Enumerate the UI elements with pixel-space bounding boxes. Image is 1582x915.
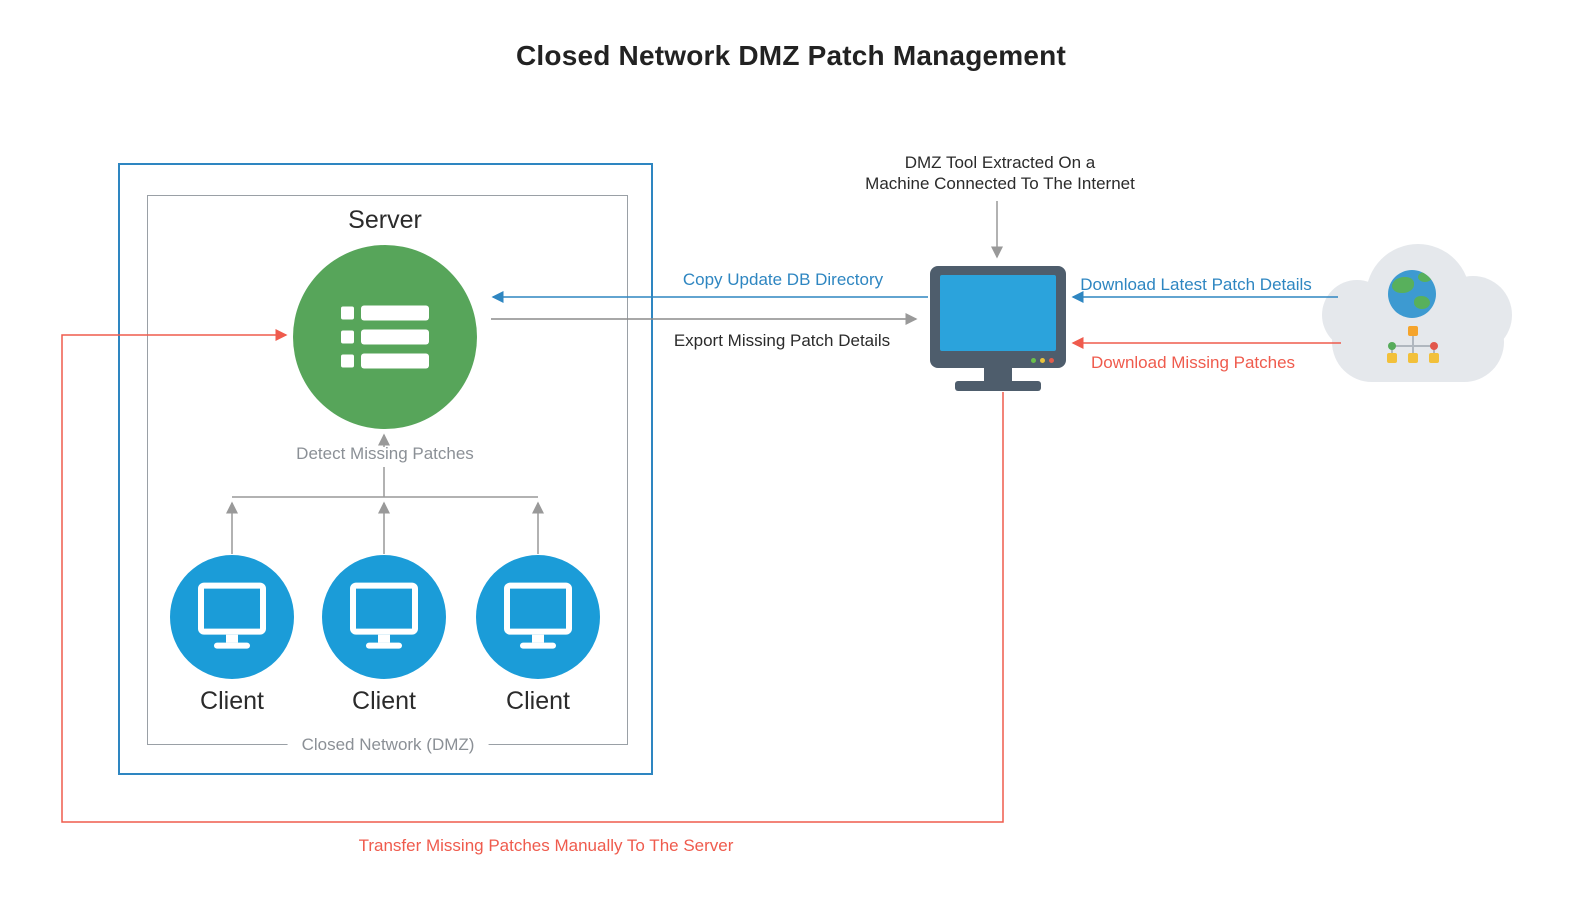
monitor-base: [955, 381, 1041, 391]
monitor-screen: [350, 582, 418, 635]
monitor-icon: [350, 582, 418, 649]
client-node-2: [322, 555, 446, 679]
server-node: [293, 245, 477, 429]
dmz-machine-caption-line1: DMZ Tool Extracted On a: [904, 153, 1096, 172]
server-rack-row: [341, 329, 429, 345]
monitor-screen: [198, 582, 266, 635]
connector-line: [1412, 336, 1414, 345]
monitor-indicator-lights: [1031, 358, 1054, 363]
globe-landmass: [1414, 296, 1430, 309]
server-bay: [361, 329, 429, 345]
monitor-screen: [504, 582, 572, 635]
monitor-stand: [532, 634, 544, 643]
client-node-3: [476, 555, 600, 679]
leaf-node: [1408, 353, 1418, 363]
monitor-stand: [226, 634, 238, 643]
closed-network-boundary-label: Closed Network (DMZ): [287, 735, 489, 755]
dmz-machine-caption-line2: Machine Connected To The Internet: [865, 174, 1135, 194]
monitor-icon: [198, 582, 266, 649]
client-label-2: Client: [352, 687, 416, 715]
copy-update-db-directory-label: Copy Update DB Directory: [682, 270, 884, 289]
globe-icon: [1388, 270, 1436, 318]
dmz-machine-caption: DMZ Tool Extracted On a Machine Connecte…: [865, 152, 1135, 195]
server-rack-row: [341, 353, 429, 369]
globe-landmass: [1392, 277, 1414, 293]
internet-cloud-icon: [1322, 244, 1512, 386]
red-led: [1049, 358, 1054, 363]
server-bay: [361, 305, 429, 321]
network-nodes-icon: [1384, 326, 1442, 366]
server-rack-row: [341, 305, 429, 321]
globe-landmass: [1418, 272, 1432, 282]
monitor-stand: [984, 368, 1012, 381]
monitor-stand: [378, 634, 390, 643]
leaf-node: [1429, 353, 1439, 363]
server-icon: [341, 305, 429, 369]
server-led: [341, 306, 354, 320]
connector-line: [1412, 345, 1414, 353]
client-node-1: [170, 555, 294, 679]
server-bay: [361, 353, 429, 369]
monitor-screen: [940, 275, 1056, 351]
client-label-3: Client: [506, 687, 570, 715]
client-label-1: Client: [200, 687, 264, 715]
transfer-missing-patches-label: Transfer Missing Patches Manually To The…: [358, 836, 734, 855]
download-missing-patches-label: Download Missing Patches: [1090, 353, 1296, 372]
monitor-base: [520, 642, 556, 649]
monitor-frame: [930, 266, 1066, 368]
detect-missing-patches-label: Detect Missing Patches: [296, 444, 474, 463]
server-label: Server: [348, 206, 422, 234]
monitor-base: [366, 642, 402, 649]
green-led: [1031, 358, 1036, 363]
export-missing-patch-details-label: Export Missing Patch Details: [673, 331, 891, 350]
server-led: [341, 330, 354, 344]
download-latest-patch-details-label: Download Latest Patch Details: [1080, 275, 1312, 294]
yellow-led: [1040, 358, 1045, 363]
monitor-base: [214, 642, 250, 649]
monitor-icon: [504, 582, 572, 649]
leaf-node: [1387, 353, 1397, 363]
dmz-machine-icon: [930, 266, 1066, 391]
diagram-title: Closed Network DMZ Patch Management: [516, 40, 1066, 71]
root-node: [1408, 326, 1418, 336]
server-led: [341, 354, 354, 368]
red-node: [1430, 342, 1438, 350]
green-node: [1388, 342, 1396, 350]
